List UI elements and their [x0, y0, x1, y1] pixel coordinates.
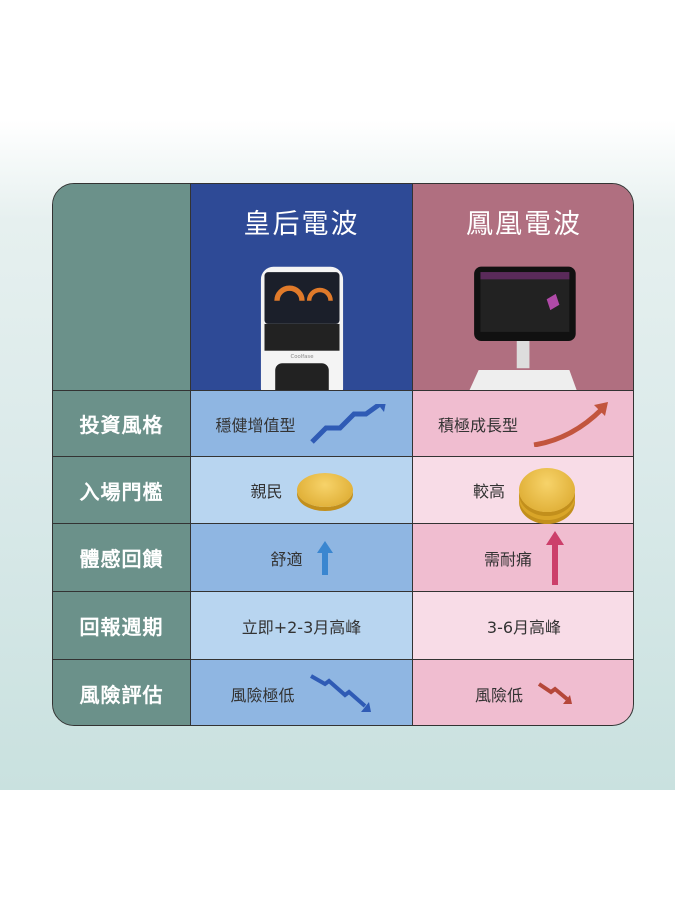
cell-text: 立即+2-3月高峰	[241, 617, 362, 637]
phoenix-entry-threshold: 較高	[413, 457, 633, 524]
cell-text: 3-6月高峰	[486, 617, 562, 637]
phoenix-investment-style: 積極成長型	[413, 391, 633, 457]
comparison-table: 皇后電波 Coolfase 鳳凰電波 投資風格 穩健增值型 積極成長型 入場門檻…	[52, 183, 634, 726]
cell-text: 需耐痛	[483, 549, 532, 569]
row-label: 投資風格	[53, 391, 191, 457]
queen-risk: 風險極低	[191, 660, 413, 725]
queen-investment-style: 穩健增值型	[191, 391, 413, 457]
queen-sensation: 舒適	[191, 524, 413, 592]
queen-return-period: 立即+2-3月高峰	[191, 592, 413, 660]
cell-text: 風險低	[474, 685, 523, 705]
phoenix-sensation: 需耐痛	[413, 524, 633, 592]
row-label: 體感回饋	[53, 524, 191, 592]
cell-text: 風險極低	[230, 685, 295, 705]
queen-device-image: Coolfase	[260, 266, 343, 390]
cell-text: 親民	[250, 482, 283, 501]
header-phoenix: 鳳凰電波	[413, 184, 633, 391]
small-up-arrow-icon	[316, 540, 333, 575]
stepped-up-arrow-icon	[309, 403, 386, 444]
header-queen-title: 皇后電波	[243, 209, 360, 240]
device-brand: Coolfase	[290, 354, 313, 360]
coin-stack-icon	[519, 468, 575, 512]
zigzag-down-arrow-icon	[309, 673, 371, 712]
phoenix-device-image	[469, 266, 577, 390]
phoenix-risk: 風險低	[413, 660, 633, 725]
row-label: 入場門檻	[53, 457, 191, 524]
cell-text: 舒適	[270, 549, 303, 569]
header-phoenix-title: 鳳凰電波	[466, 209, 582, 240]
queen-entry-threshold: 親民	[191, 457, 413, 524]
row-label: 回報週期	[53, 592, 191, 660]
header-queen: 皇后電波 Coolfase	[191, 184, 413, 391]
row-label: 風險評估	[53, 660, 191, 725]
header-empty	[53, 184, 191, 391]
cell-text: 穩健增值型	[215, 415, 296, 435]
large-up-arrow-icon	[546, 530, 564, 585]
small-down-arrow-icon	[537, 681, 572, 704]
phoenix-return-period: 3-6月高峰	[413, 592, 633, 660]
cell-text: 較高	[472, 482, 505, 501]
coin-icon	[296, 473, 353, 507]
curved-up-arrow-icon	[533, 401, 608, 447]
cell-text: 積極成長型	[437, 415, 518, 435]
